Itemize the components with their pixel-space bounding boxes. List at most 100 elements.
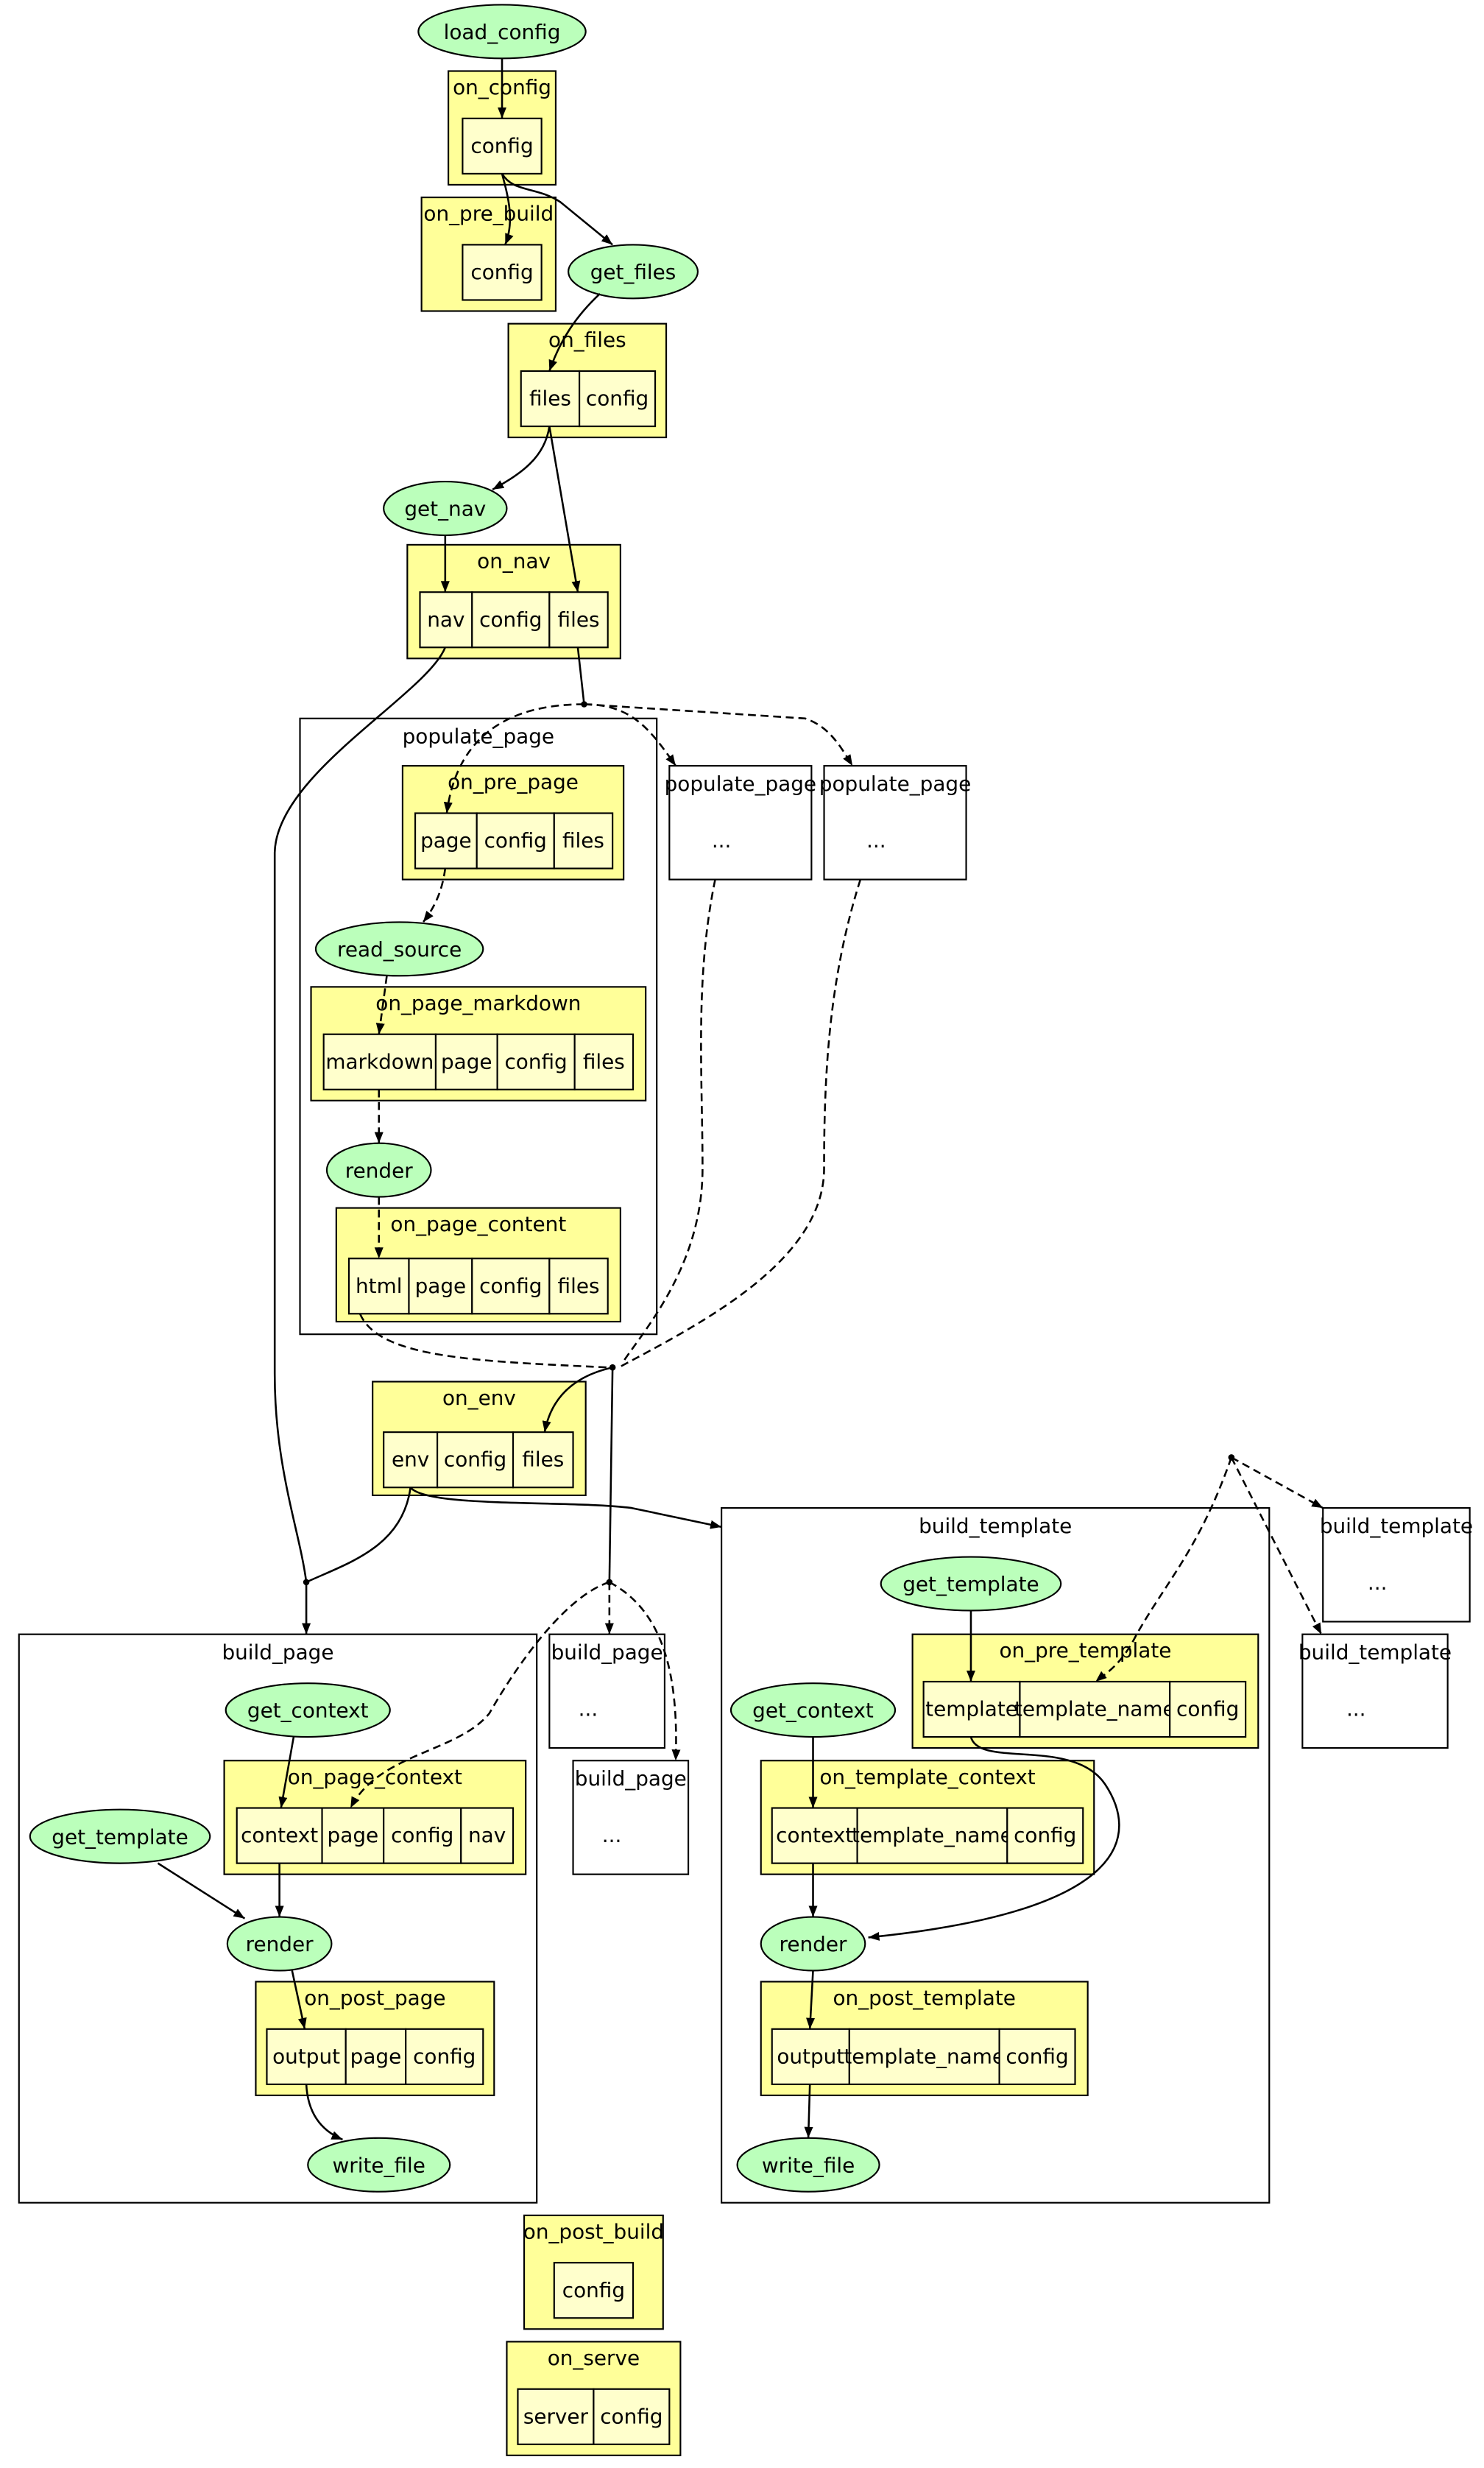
function-label: get_files bbox=[590, 260, 676, 284]
cluster-build-page: build_page... bbox=[548, 1633, 665, 1749]
cluster-title: build_template bbox=[919, 1514, 1072, 1538]
event-arg-label: config bbox=[470, 133, 533, 158]
event-arg-cell bbox=[419, 591, 473, 649]
event-arg-label: config bbox=[504, 1049, 567, 1073]
function-load-config: load_config bbox=[417, 4, 587, 60]
dashed-edge bbox=[584, 703, 854, 766]
event-title: on_page_content bbox=[390, 1212, 566, 1236]
event-arg-nav: nav bbox=[460, 1807, 515, 1864]
function-label: read_source bbox=[337, 937, 462, 962]
cluster-title: build_template bbox=[1298, 1640, 1452, 1664]
cluster-ellipsis: ... bbox=[712, 828, 732, 853]
cluster-title: build_template bbox=[1320, 1514, 1473, 1538]
cluster-title: populate_page bbox=[819, 772, 971, 796]
event-arg-cell bbox=[579, 370, 657, 428]
event-arg-label: page bbox=[415, 1274, 467, 1298]
event-arg-cell bbox=[517, 2388, 595, 2445]
edge bbox=[608, 1367, 614, 1582]
function-render: render bbox=[760, 1916, 866, 1972]
functions-layer: load_configget_filesget_navread_sourcere… bbox=[29, 4, 1062, 2193]
event-arg-markdown: markdown bbox=[322, 1033, 437, 1090]
event-arg-page: page bbox=[414, 812, 478, 870]
event-arg-cell bbox=[321, 1807, 385, 1864]
cluster-border bbox=[1322, 1507, 1471, 1623]
event-arg-cell bbox=[462, 244, 543, 301]
event-arg-cell bbox=[593, 2388, 671, 2445]
event-arg-context: context bbox=[236, 1807, 323, 1864]
edge bbox=[868, 1736, 1120, 1941]
dashed-edge bbox=[609, 1581, 681, 1761]
event-arg-config: config bbox=[496, 1033, 576, 1090]
event-arg-label: template_name bbox=[844, 2044, 1005, 2068]
event-arg-cell bbox=[573, 1033, 635, 1090]
event-arg-label: config bbox=[479, 607, 542, 632]
event-title: on_files bbox=[548, 328, 626, 352]
event-arg-cell bbox=[462, 117, 543, 174]
event-arg-label: context bbox=[241, 1823, 318, 1847]
edge bbox=[305, 2084, 343, 2141]
event-arg-cell bbox=[553, 812, 614, 870]
event-arg-label: context bbox=[776, 1823, 853, 1847]
edge bbox=[501, 173, 514, 245]
event-title: on_page_context bbox=[288, 1765, 462, 1789]
function-get-template: get_template bbox=[29, 1808, 211, 1864]
edge bbox=[305, 1487, 411, 1584]
cluster-title: populate_page bbox=[403, 724, 554, 749]
edge bbox=[291, 1970, 307, 2030]
event-arg-context: context bbox=[771, 1807, 858, 1864]
function-render: render bbox=[226, 1916, 333, 1972]
event-arg-cell bbox=[437, 1431, 515, 1489]
function-label: get_context bbox=[752, 1699, 874, 1723]
dashed-edge bbox=[618, 879, 862, 1369]
event-arg-label: config bbox=[586, 387, 649, 411]
event-arg-cell bbox=[548, 591, 609, 649]
event-arg-config: config bbox=[1006, 1807, 1084, 1864]
event-arg-label: page bbox=[328, 1823, 379, 1847]
event-arg-template-name: template_name bbox=[1014, 1680, 1176, 1738]
event-arg-label: template_name bbox=[1014, 1697, 1176, 1721]
event-arg-config: config bbox=[437, 1431, 515, 1489]
junction-point bbox=[303, 1579, 310, 1586]
function-label: load_config bbox=[444, 20, 561, 44]
edge bbox=[576, 647, 585, 705]
event-arg-label: files bbox=[583, 1049, 625, 1073]
event-arg-cell bbox=[512, 1431, 574, 1489]
event-arg-label: page bbox=[350, 2044, 402, 2068]
function-ellipse bbox=[314, 921, 484, 977]
event-arg-label: config bbox=[1014, 1823, 1076, 1847]
edge bbox=[806, 1970, 816, 2029]
function-get-context: get_context bbox=[729, 1682, 897, 1738]
cluster-build-template: build_template... bbox=[1320, 1507, 1473, 1623]
event-arg-files: files bbox=[553, 812, 614, 870]
cluster-populate-page: populate_page... bbox=[665, 765, 816, 881]
function-label: write_file bbox=[333, 2153, 425, 2177]
function-render: render bbox=[325, 1142, 432, 1198]
dashed-edge bbox=[422, 868, 447, 923]
dashed-edge bbox=[443, 703, 584, 814]
event-arg-output: output bbox=[771, 2028, 850, 2085]
event-arg-config: config bbox=[471, 591, 551, 649]
event-arg-config: config bbox=[579, 370, 657, 428]
event-arg-label: markdown bbox=[325, 1049, 434, 1073]
event-title: on_pre_template bbox=[999, 1638, 1171, 1663]
event-arg-files: files bbox=[512, 1431, 574, 1489]
event-arg-label: files bbox=[522, 1448, 564, 1472]
function-label: render bbox=[345, 1158, 413, 1182]
event-arg-cell bbox=[548, 1258, 609, 1315]
function-label: get_context bbox=[247, 1699, 369, 1723]
event-arg-cell bbox=[434, 1033, 498, 1090]
event-arg-config: config bbox=[471, 1258, 551, 1315]
event-arg-label: config bbox=[1006, 2044, 1068, 2068]
event-arg-cell bbox=[471, 591, 551, 649]
function-ellipse bbox=[736, 2137, 880, 2193]
event-arg-label: server bbox=[523, 2404, 589, 2428]
event-arg-label: config bbox=[470, 260, 533, 284]
